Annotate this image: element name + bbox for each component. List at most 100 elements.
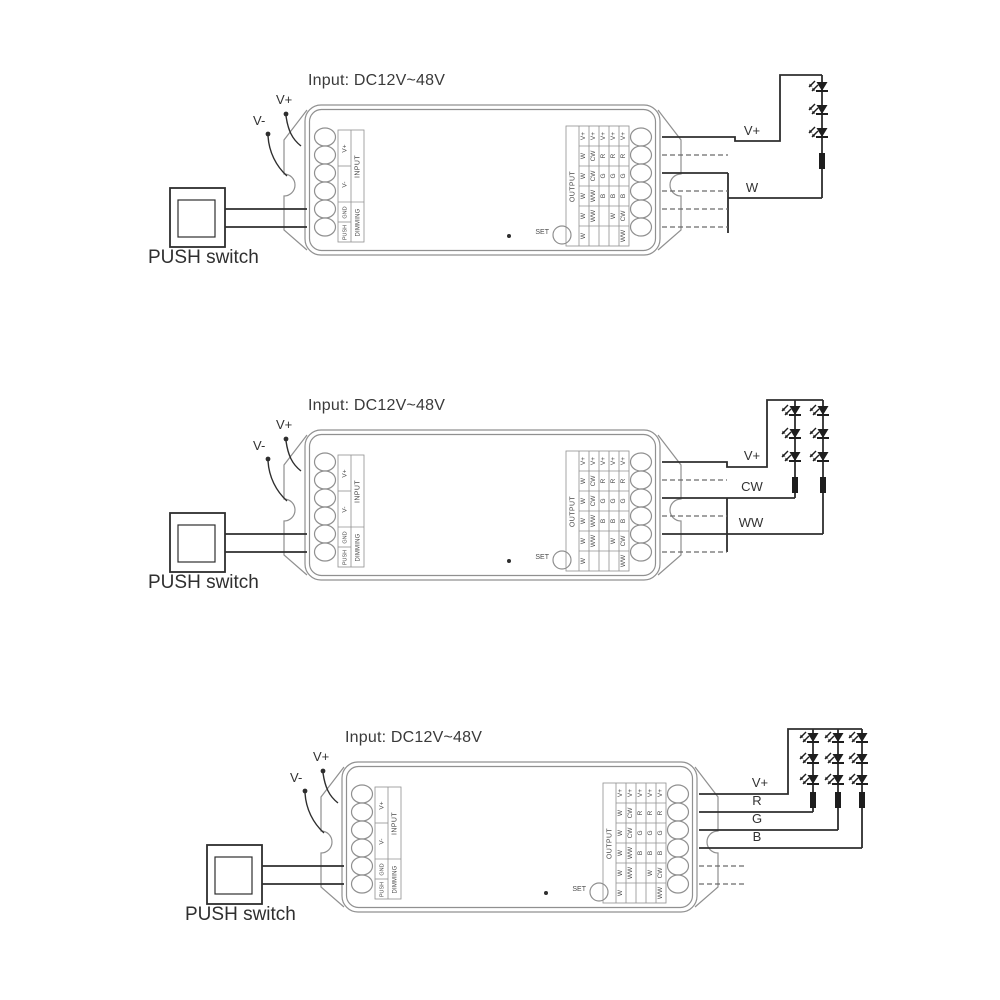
push-switch-button[interactable] [177, 524, 216, 563]
input-terminal-gnd: GND [341, 530, 348, 544]
unused-terminal-dashes [662, 154, 728, 228]
output-grid-cell: B [657, 850, 664, 856]
unused-terminal-dashes [662, 479, 727, 553]
output-grid-cell: R [647, 810, 654, 816]
input-table-header: INPUT [354, 479, 361, 503]
dimming-label: DIMMING [391, 864, 398, 894]
output-grid-cell: WW [620, 554, 627, 568]
output-grid-cell: V+ [610, 456, 617, 466]
dimming-label: DIMMING [354, 532, 361, 562]
v-minus-pigtail [304, 792, 325, 834]
input-terminal-vplus: V+ [378, 800, 385, 810]
output-grid-cell: G [637, 830, 644, 836]
output-grid-cell: CW [590, 170, 597, 182]
led-icon [808, 80, 829, 92]
output-grid-cell: W [617, 869, 624, 877]
output-grid-cell: W [610, 537, 617, 545]
output-grid-cell: V+ [590, 456, 597, 466]
v-minus-label: V- [290, 770, 303, 785]
output-grid-cell: B [620, 518, 627, 524]
v-plus-wire [662, 399, 823, 468]
output-grid-cell: B [620, 193, 627, 199]
push-switch-button[interactable] [177, 199, 216, 238]
input-terminal-vminus: V- [378, 837, 385, 845]
output-grid-cell: W [580, 557, 587, 565]
led-icon [808, 103, 829, 115]
output-grid-cell: WW [590, 189, 597, 203]
output-wire-label-vplus: V+ [743, 448, 761, 463]
input-terminal-vminus: V- [341, 505, 348, 513]
push-switch-outer[interactable] [169, 512, 226, 573]
input-terminal-gnd: GND [378, 862, 385, 876]
output-wire-label-g: G [751, 811, 763, 826]
output-grid-cell: G [647, 830, 654, 836]
output-grid-cell: V+ [590, 131, 597, 141]
output-grid-cell: CW [657, 867, 664, 879]
diagram-2 [169, 399, 830, 581]
input-table-header: INPUT [354, 154, 361, 178]
input-terminal-vplus: V+ [341, 143, 348, 153]
output-grid-cell: V+ [610, 131, 617, 141]
input-voltage-title: Input: DC12V~48V [308, 397, 446, 414]
output-grid-cell: CW [590, 150, 597, 162]
output-grid-cell: V+ [617, 788, 624, 798]
output-grid-cell: R [620, 153, 627, 159]
v-plus-wire [662, 74, 822, 142]
push-switch-outer[interactable] [206, 844, 263, 905]
output-grid-cell: W [580, 172, 587, 180]
push-switch-label: PUSH switch [148, 572, 259, 593]
output-grid-cell: G [610, 498, 617, 504]
output-grid-cell: W [617, 849, 624, 857]
output-grid-cell: V+ [637, 788, 644, 798]
input-terminal-vplus: V+ [341, 468, 348, 478]
output-grid-cell: W [647, 869, 654, 877]
output-grid-cell: R [657, 810, 664, 816]
led-icon [808, 126, 829, 138]
output-grid-cell: W [610, 212, 617, 220]
output-grid-cell: G [600, 498, 607, 504]
output-grid-cell: V+ [580, 131, 587, 141]
v-plus-pigtail [285, 115, 302, 147]
v-plus-label: V+ [276, 92, 293, 107]
output-grid-cell: V+ [620, 131, 627, 141]
output-grid-cell: W [580, 152, 587, 160]
push-switch-button[interactable] [214, 856, 253, 895]
v-plus-wire [699, 728, 862, 795]
output-grid-cell: CW [590, 475, 597, 487]
push-switch-label: PUSH switch [148, 247, 259, 268]
output-grid-cell: R [637, 810, 644, 816]
output-grid-cell: B [637, 850, 644, 856]
v-plus-label: V+ [276, 417, 293, 432]
set-button-label: SET [572, 886, 586, 893]
output-grid-cell: G [610, 173, 617, 179]
output-grid-cell: CW [620, 535, 627, 547]
output-grid-cell: V+ [620, 456, 627, 466]
output-wire-label-r: R [752, 793, 762, 808]
output-wire-label-ww: WW [738, 515, 764, 530]
output-grid-cell: B [600, 518, 607, 524]
output-wire-label-vplus: V+ [743, 123, 761, 138]
output-grid-cell: W [617, 809, 624, 817]
input-terminal-push: PUSH [378, 881, 385, 897]
output-grid-cell: CW [620, 210, 627, 222]
push-switch-outer[interactable] [169, 187, 226, 248]
output-grid-cell: R [610, 153, 617, 159]
output-grid-cell: V+ [627, 788, 634, 798]
output-grid-cell: V+ [580, 456, 587, 466]
output-grid-cell: W [580, 497, 587, 505]
push-switch-label: PUSH switch [185, 904, 296, 925]
output-grid-cell: WW [590, 514, 597, 528]
v-minus-pigtail [267, 460, 288, 502]
output-grid-cell: W [580, 517, 587, 525]
v-minus-label: V- [253, 438, 266, 453]
output-grid-cell: G [657, 830, 664, 836]
output-grid-cell: V+ [647, 788, 654, 798]
output-grid-cell: V+ [657, 788, 664, 798]
output-wire-label-w: W [745, 180, 759, 195]
output-grid-cell: R [600, 478, 607, 484]
output-grid-cell: B [610, 518, 617, 524]
v-plus-pigtail [322, 772, 339, 804]
output-grid-cell: WW [590, 534, 597, 548]
